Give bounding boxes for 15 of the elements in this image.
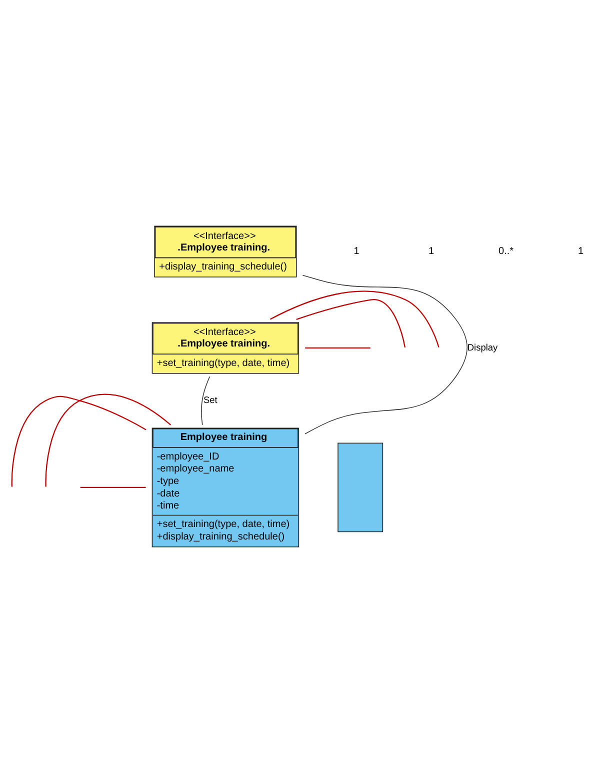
label: 1 xyxy=(578,246,584,257)
edge-label: Display xyxy=(467,342,498,352)
connector xyxy=(80,486,146,488)
label: 1 xyxy=(428,246,434,257)
connector xyxy=(302,274,468,434)
node-box xyxy=(338,442,384,532)
edge-label: Set xyxy=(203,394,218,405)
connector xyxy=(305,346,370,348)
label: 1 xyxy=(354,246,360,257)
connector xyxy=(270,290,440,347)
connector xyxy=(201,376,210,425)
label: 0..* xyxy=(498,246,514,257)
connector xyxy=(296,298,406,347)
connector xyxy=(11,395,146,486)
connector xyxy=(45,393,172,486)
